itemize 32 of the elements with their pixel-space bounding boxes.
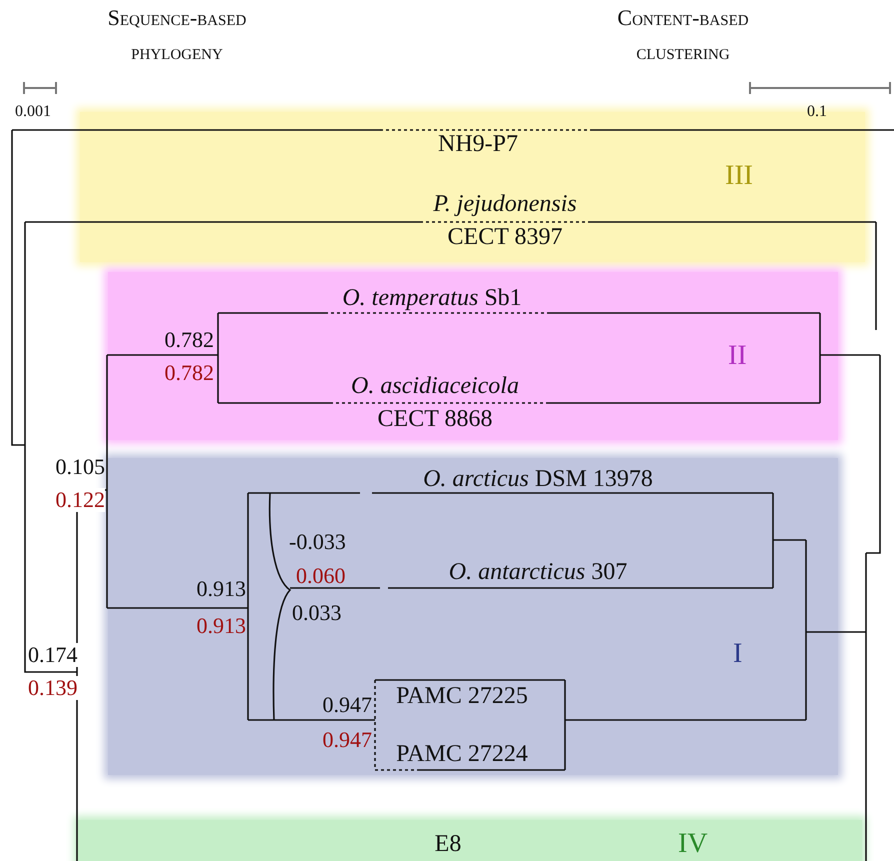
clade-band bbox=[108, 458, 838, 775]
taxon-label: O. temperatus Sb1 bbox=[302, 282, 562, 315]
taxon-label: P. jejudonensis CECT 8397 bbox=[400, 188, 610, 254]
support-value: 0.947 bbox=[322, 693, 372, 717]
support-value: 0.122 bbox=[56, 488, 105, 512]
support-value: 0.913 bbox=[196, 614, 246, 638]
taxon-label: PAMC 27224 bbox=[377, 738, 547, 771]
support-value: 0.033 bbox=[292, 601, 342, 625]
support-value: 0.913 bbox=[196, 577, 246, 601]
clade-numeral: I bbox=[733, 638, 742, 670]
clade-band bbox=[108, 272, 838, 440]
clade-numeral: III bbox=[725, 160, 753, 192]
tree-heading: Sequence-based phylogeny bbox=[106, 4, 248, 66]
taxon-label: NH9-P7 bbox=[378, 128, 578, 161]
taxon-label: PAMC 27225 bbox=[377, 680, 547, 713]
support-value: 0.174 bbox=[28, 643, 78, 667]
support-value: 0.105 bbox=[56, 455, 105, 479]
support-value: 0.947 bbox=[322, 728, 372, 752]
support-value: 0.139 bbox=[28, 676, 78, 700]
clade-numeral: II bbox=[728, 340, 747, 372]
clade-numeral: IV bbox=[678, 828, 708, 860]
taxon-label: O. arcticus DSM 13978 bbox=[378, 463, 698, 496]
taxon-label: O. antarcticus 307 bbox=[408, 556, 668, 589]
support-value: 0.060 bbox=[296, 564, 346, 588]
support-value: 0.782 bbox=[164, 361, 214, 385]
taxon-label: O. ascidiaceicola CECT 8868 bbox=[320, 370, 550, 436]
tree-heading: Content-based clustering bbox=[616, 4, 750, 66]
scale-value: 0.1 bbox=[807, 102, 827, 122]
support-value: -0.033 bbox=[289, 530, 346, 554]
support-value: 0.782 bbox=[164, 328, 214, 352]
scale-value: 0.001 bbox=[15, 102, 51, 122]
taxon-label: E8 bbox=[408, 828, 488, 861]
